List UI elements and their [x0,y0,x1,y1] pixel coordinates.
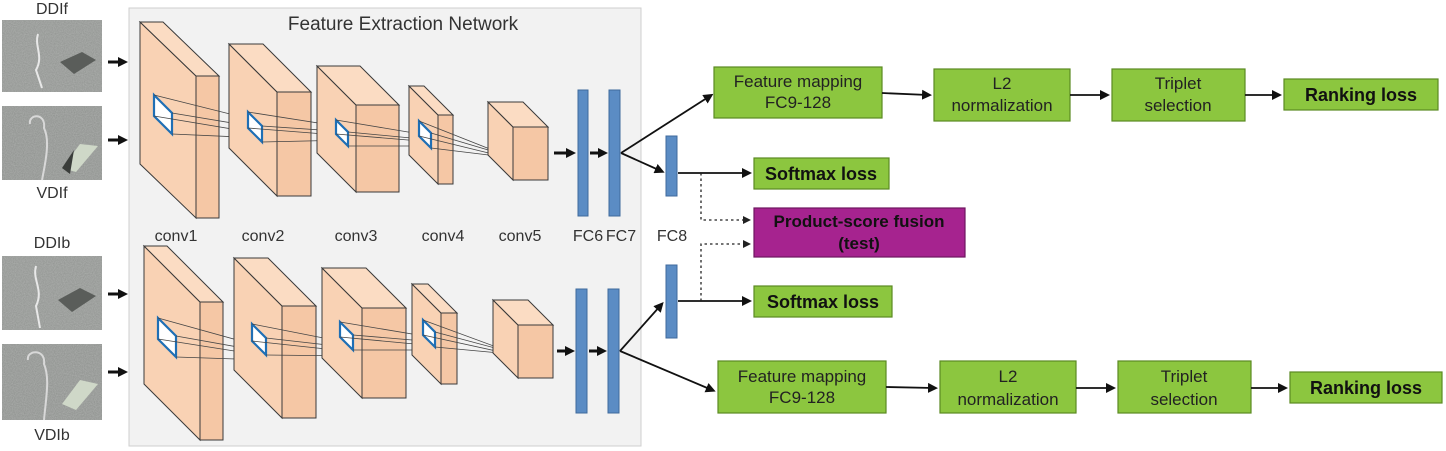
top-conv-stack [138,20,550,220]
label-conv4: conv4 [422,228,465,245]
triplet-selection-box-top [1111,68,1246,122]
input-image-ddif [2,20,102,92]
softmax-loss-box-top [753,157,890,190]
fc6-layer-top [577,89,589,217]
feature-mapping-bottom-line2: FC9-128 [769,388,835,407]
label-conv3: conv3 [335,228,378,245]
label-fc6: FC6 [573,228,603,245]
input-image-vdif [2,106,102,181]
fc7-layer-top [608,89,621,217]
ranking-loss-top: Ranking loss [1305,85,1417,105]
input-label-ddib: DDIb [34,235,71,252]
input-image-vdib [2,344,102,421]
conv3-volume-top [315,64,401,194]
feature-mapping-top-line1: Feature mapping [734,72,863,91]
input-label-vdif: VDIf [36,185,68,202]
conv4-volume-top [407,84,455,186]
triplet-selection-box-bottom [1117,360,1252,414]
feature-mapping-box-top [713,66,883,119]
l2-bottom-line2: normalization [957,390,1058,409]
input-label-vdib: VDIb [34,427,70,444]
triplet-top-line1: Triplet [1155,74,1202,93]
triplet-bottom-line2: selection [1150,390,1217,409]
fc6-layer-bottom [575,288,588,414]
dotted-fc8-fusion-bottom [700,240,751,301]
feature-mapping-top-line2: FC9-128 [765,93,831,112]
conv1-volume-bottom [142,244,225,442]
dotted-fc8-fusion-top [700,173,751,224]
label-conv1: conv1 [155,228,198,245]
label-conv5: conv5 [499,228,542,245]
ranking-loss-box-top [1283,78,1439,111]
triplet-top-line2: selection [1144,96,1211,115]
bottom-conv-stack [142,244,555,442]
input-label-ddif: DDIf [36,1,69,18]
arrow-fc7-fc8-bottom [619,302,664,352]
ranking-loss-bottom: Ranking loss [1310,378,1422,398]
feature-mapping-box-bottom [717,360,887,414]
input-image-ddib [2,256,102,330]
l2-normalization-box-top [933,68,1071,122]
arrow-fc7-fc8-top [620,152,665,174]
label-fc8: FC8 [657,228,687,245]
softmax-loss-bottom: Softmax loss [767,292,879,312]
conv5-volume-bottom [491,298,555,380]
arrow-fc7-featuremap-bottom [619,350,716,393]
ranking-loss-box-bottom [1289,371,1443,404]
fc7-layer-bottom [607,288,620,414]
arrow-featuremap-l2-top [881,89,932,100]
panel-title: Feature Extraction Network [288,14,519,35]
arrow-featuremap-l2-bottom [885,382,938,393]
fusion-line2: (test) [838,234,880,253]
softmax-loss-top: Softmax loss [765,164,877,184]
fc8-layer-bottom [665,264,678,339]
feature-mapping-bottom-line1: Feature mapping [738,367,867,386]
triplet-bottom-line1: Triplet [1161,367,1208,386]
l2-top-line1: L2 [993,74,1012,93]
conv1-volume-top [138,20,221,220]
conv5-volume-top [486,100,550,182]
label-conv2: conv2 [242,228,285,245]
product-score-fusion-box [753,207,966,258]
arrow-fc7-featuremap-top [620,93,714,154]
l2-top-line2: normalization [951,96,1052,115]
conv3-volume-bottom [320,266,408,400]
l2-normalization-box-bottom [939,360,1077,414]
l2-bottom-line1: L2 [999,367,1018,386]
fusion-line1: Product-score fusion [774,212,945,231]
softmax-loss-box-bottom [753,285,893,318]
conv2-volume-bottom [232,256,318,420]
fc8-layer-top [665,135,678,197]
label-fc7: FC7 [606,228,636,245]
